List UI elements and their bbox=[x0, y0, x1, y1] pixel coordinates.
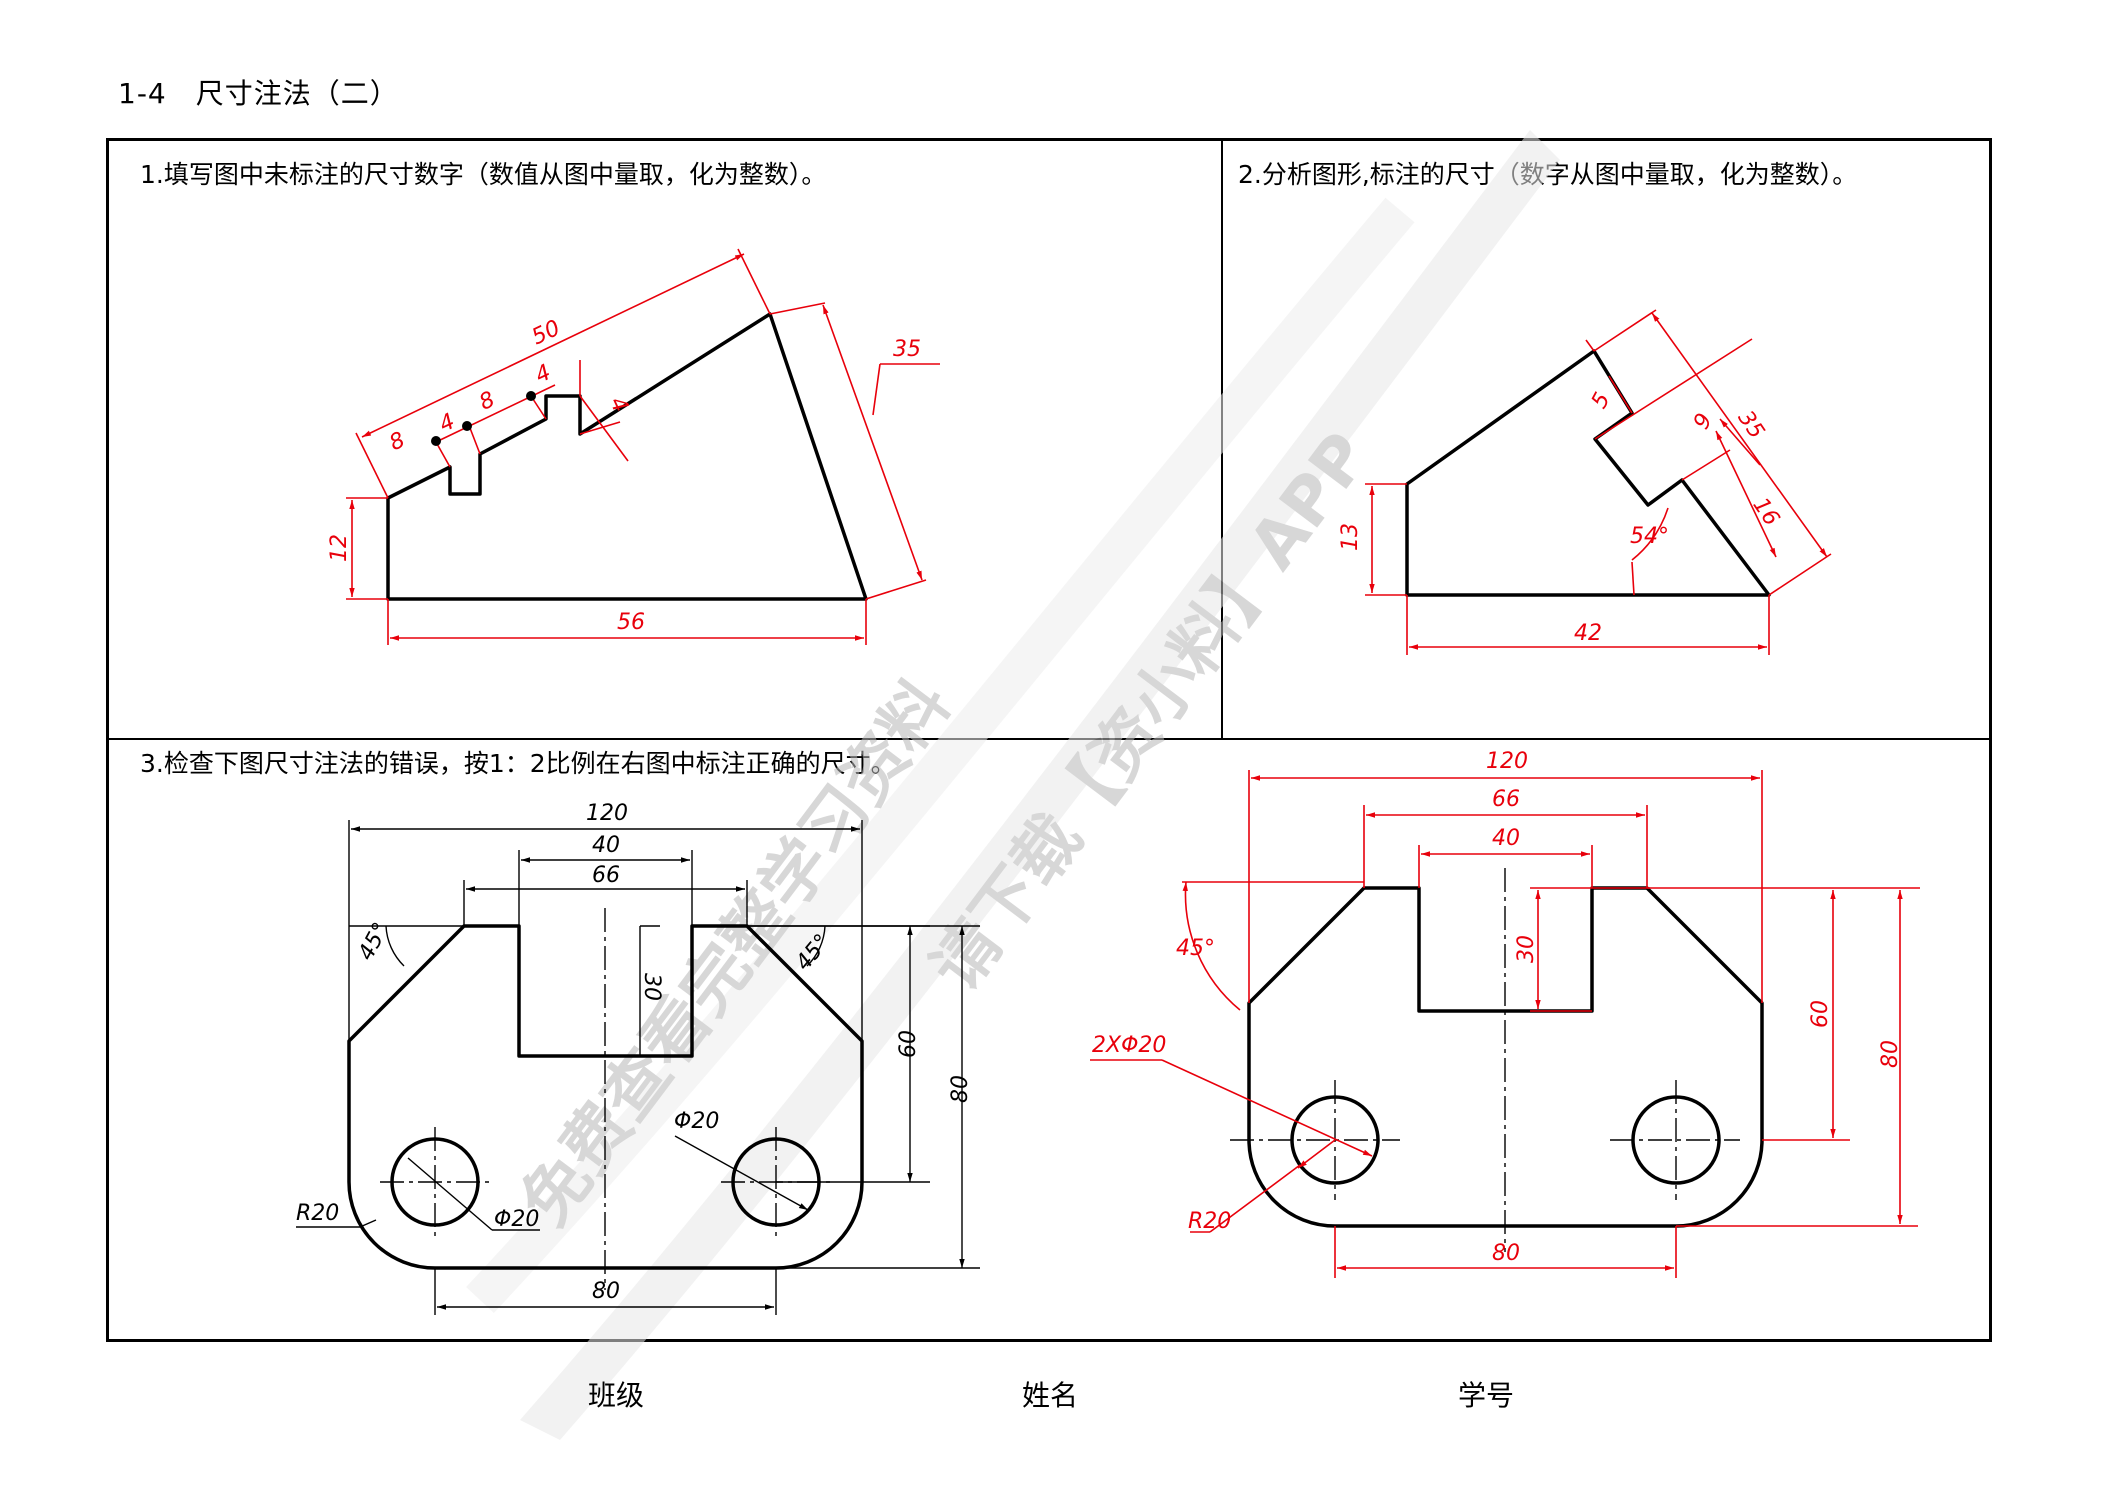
fig2-dim-35: 35 bbox=[1733, 406, 1769, 443]
page-title: 1-4 尺寸注法（二） bbox=[118, 77, 399, 110]
figure-4-plate-correct: 120 66 40 45° 30 60 80 2XΦ20 R20 80 bbox=[1090, 749, 1920, 1278]
fig1-dim-56: 56 bbox=[617, 610, 645, 635]
class-label: 班级 bbox=[588, 1379, 645, 1412]
name-label: 姓名 bbox=[1022, 1379, 1079, 1412]
fig4-dim-40: 40 bbox=[1492, 826, 1520, 851]
figure-3-plate-incorrect: 120 40 66 45° 45° 30 60 80 Φ20 R20 Φ20 8… bbox=[296, 801, 980, 1315]
fig3-dim-phi20-right: Φ20 bbox=[674, 1109, 719, 1134]
task-3-instruction: 3.检查下图尺寸注法的错误，按1：2比例在右图中标注正确的尺寸。 bbox=[140, 749, 896, 778]
fig1-dim-4c: 4 bbox=[604, 393, 633, 416]
fig2-dim-16: 16 bbox=[1748, 493, 1784, 530]
fig4-dim-r20: R20 bbox=[1188, 1209, 1231, 1234]
watermark-line-1: 免费查看完整学习资料 bbox=[506, 666, 965, 1239]
fig4-dim-30: 30 bbox=[1514, 935, 1539, 963]
wedge-outline bbox=[386, 312, 868, 601]
figure-1-wedge: 50 35 8 4 8 4 4 12 56 bbox=[327, 248, 940, 645]
fig2-dim-13: 13 bbox=[1338, 523, 1363, 551]
fig3-dim-60: 60 bbox=[896, 1030, 921, 1058]
fig3-dim-120: 120 bbox=[586, 801, 628, 826]
fig1-dim-8b: 8 bbox=[476, 387, 499, 416]
fig4-dim-120: 120 bbox=[1486, 749, 1528, 774]
fig4-dim-80-vert: 80 bbox=[1878, 1040, 1903, 1068]
fig1-dim-35: 35 bbox=[893, 337, 921, 362]
fig3-dim-80-vert: 80 bbox=[948, 1075, 973, 1103]
fig3-dim-r20: R20 bbox=[296, 1201, 339, 1226]
bracket-outline bbox=[1405, 349, 1771, 597]
fig3-dim-phi20-left: Φ20 bbox=[494, 1207, 539, 1232]
fig4-dim-45deg: 45° bbox=[1176, 936, 1215, 961]
fig1-dim-4b: 4 bbox=[532, 360, 555, 389]
fig2-dim-9: 9 bbox=[1689, 409, 1718, 433]
fig3-dim-40: 40 bbox=[592, 833, 620, 858]
exercise-frame bbox=[106, 138, 1992, 1342]
figure-2-bracket: 5 9 35 16 54° 13 42 bbox=[1338, 309, 1832, 655]
task-1-instruction: 1.填写图中未标注的尺寸数字（数值从图中量取，化为整数）。 bbox=[140, 160, 827, 189]
fig2-dim-54deg: 54° bbox=[1630, 524, 1669, 549]
fig4-dim-60: 60 bbox=[1808, 1000, 1833, 1028]
fig3-dim-30: 30 bbox=[639, 973, 664, 1001]
fig1-dim-12: 12 bbox=[327, 534, 352, 562]
fig4-dim-80-horiz: 80 bbox=[1492, 1241, 1520, 1266]
fig2-dim-42: 42 bbox=[1574, 621, 1602, 646]
fig1-dim-50: 50 bbox=[528, 316, 564, 350]
fig3-dim-80-horiz: 80 bbox=[592, 1279, 620, 1304]
watermark: 免费查看完整学习资料 请下载【资小料】APP bbox=[466, 130, 1560, 1440]
student-id-label: 学号 bbox=[1458, 1379, 1515, 1412]
fig1-dim-8a: 8 bbox=[386, 428, 409, 457]
fig2-dim-5: 5 bbox=[1587, 389, 1616, 413]
fig4-dim-66: 66 bbox=[1492, 787, 1520, 812]
fig3-dim-66: 66 bbox=[592, 863, 620, 888]
panel-divider-horizontal bbox=[106, 738, 1992, 740]
fig4-dim-2xphi20: 2XΦ20 bbox=[1092, 1033, 1166, 1058]
